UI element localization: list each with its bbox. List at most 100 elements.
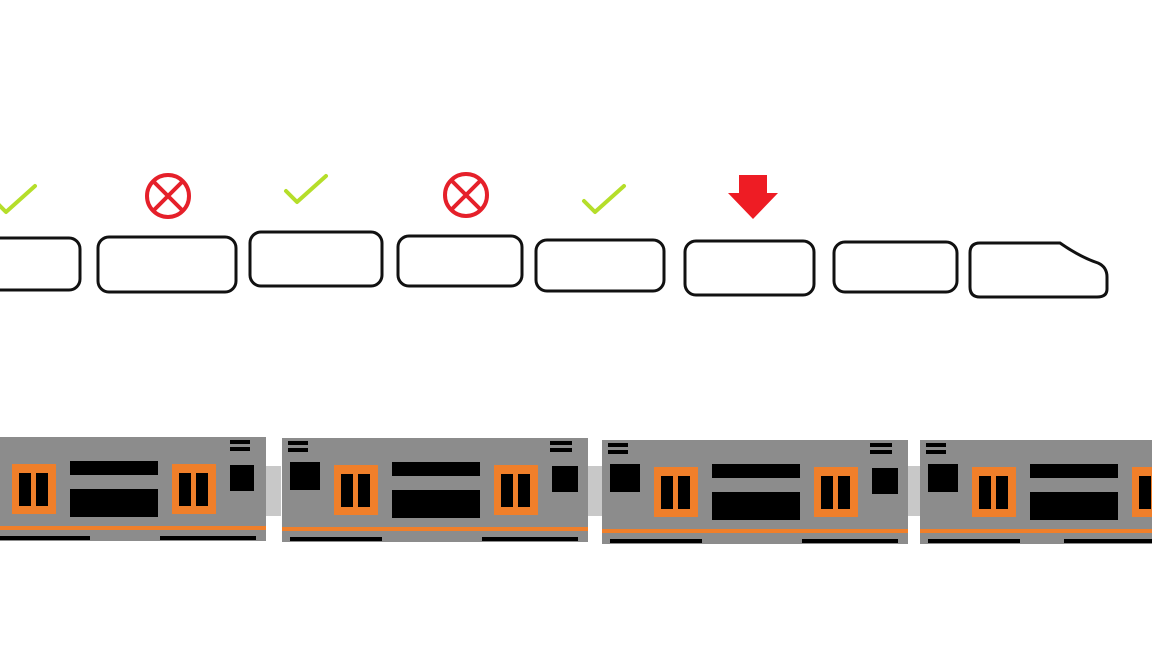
car-window xyxy=(392,462,480,476)
underfloor-bar xyxy=(290,537,382,541)
no-entry-icon xyxy=(145,173,191,219)
schematic-car xyxy=(968,241,1109,299)
door-window xyxy=(341,474,353,507)
car-window xyxy=(1030,492,1118,520)
car-window xyxy=(70,489,158,517)
car-window xyxy=(712,492,800,520)
roof-vent xyxy=(926,443,946,447)
car-window xyxy=(230,465,254,491)
car-door xyxy=(1132,467,1152,517)
car-window xyxy=(1030,464,1118,478)
roof-vent xyxy=(608,450,628,454)
train-car xyxy=(920,440,1152,544)
roof-vent xyxy=(230,440,250,444)
door-window xyxy=(196,473,208,506)
car-stripe xyxy=(602,529,908,533)
door-frame xyxy=(814,467,858,517)
illustrated-train xyxy=(0,437,1152,544)
schematic-car xyxy=(832,240,959,294)
car-door xyxy=(494,465,538,515)
schematic-car-outline xyxy=(248,230,384,288)
car-door xyxy=(814,467,858,517)
car-door xyxy=(972,467,1016,517)
underfloor-bar xyxy=(1064,539,1152,543)
door-window xyxy=(838,476,850,509)
underfloor-bar xyxy=(928,539,1020,543)
underfloor-bar xyxy=(160,536,256,540)
car-markers xyxy=(0,172,778,219)
schematic-car xyxy=(534,238,666,293)
car-door xyxy=(12,464,56,514)
roof-vent xyxy=(230,447,250,451)
down-arrow-icon xyxy=(728,175,778,219)
car-window xyxy=(872,468,898,494)
car-door xyxy=(334,465,378,515)
car-stripe xyxy=(0,526,266,530)
door-frame xyxy=(654,467,698,517)
schematic-car xyxy=(0,236,82,292)
door-frame xyxy=(172,464,216,514)
schematic-car xyxy=(248,230,384,288)
schematic-car xyxy=(683,239,816,297)
car-window xyxy=(70,461,158,475)
car-window xyxy=(552,466,578,492)
roof-vent xyxy=(870,450,892,454)
car-door xyxy=(172,464,216,514)
schematic-train xyxy=(0,230,1109,299)
door-window xyxy=(821,476,833,509)
underfloor-bar xyxy=(0,536,90,540)
roof-vent xyxy=(926,450,946,454)
car-stripe xyxy=(282,527,588,531)
schematic-car-outline xyxy=(968,241,1109,299)
schematic-car-outline xyxy=(683,239,816,297)
schematic-car-outline xyxy=(832,240,959,294)
schematic-car-outline xyxy=(396,234,524,288)
door-window xyxy=(19,473,31,506)
underfloor-bar xyxy=(610,539,702,543)
gangway-connector xyxy=(587,466,603,516)
gangway-connector xyxy=(907,466,923,516)
roof-vent xyxy=(550,441,572,445)
roof-vent xyxy=(870,443,892,447)
car-window xyxy=(392,490,480,518)
door-frame xyxy=(334,465,378,515)
schematic-car-outline xyxy=(96,235,238,294)
schematic-car-outline xyxy=(534,238,666,293)
door-window xyxy=(661,476,673,509)
train-car xyxy=(282,438,588,542)
door-window xyxy=(36,473,48,506)
roof-vent xyxy=(288,441,308,445)
car-window xyxy=(610,464,640,492)
underfloor-bar xyxy=(802,539,898,543)
door-window xyxy=(979,476,991,509)
roof-vent xyxy=(288,448,308,452)
car-window xyxy=(712,464,800,478)
roof-vent xyxy=(550,448,572,452)
car-window xyxy=(928,464,958,492)
gangway-connector xyxy=(265,466,281,516)
door-window xyxy=(1139,476,1151,509)
door-window xyxy=(678,476,690,509)
door-window xyxy=(501,474,513,507)
door-frame xyxy=(494,465,538,515)
door-window xyxy=(179,473,191,506)
car-window xyxy=(290,462,320,490)
door-window xyxy=(358,474,370,507)
roof-vent xyxy=(608,443,628,447)
door-frame xyxy=(12,464,56,514)
check-icon xyxy=(582,184,626,214)
underfloor-bar xyxy=(482,537,578,541)
car-door xyxy=(654,467,698,517)
no-entry-icon xyxy=(443,172,489,218)
car-stripe xyxy=(920,529,1152,533)
door-window xyxy=(518,474,530,507)
schematic-car xyxy=(96,235,238,294)
door-window xyxy=(996,476,1008,509)
check-icon xyxy=(0,184,37,214)
door-frame xyxy=(972,467,1016,517)
schematic-car-outline xyxy=(0,236,82,292)
schematic-car xyxy=(396,234,524,288)
check-icon xyxy=(284,174,328,204)
